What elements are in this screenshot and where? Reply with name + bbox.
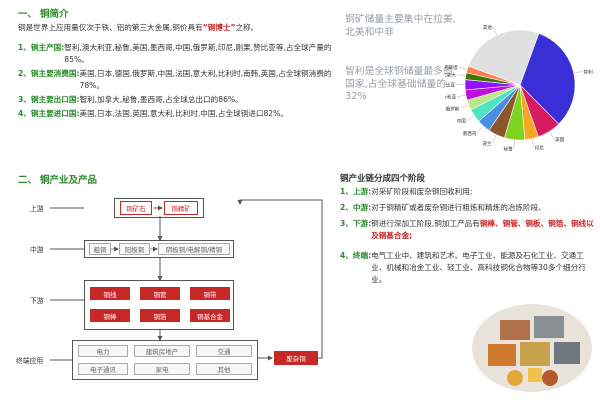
stage-item: 1、上游:对采矿阶段和废杂铜回收利用;: [340, 187, 473, 196]
pie-leader-line: [513, 139, 515, 149]
pie-leader-line: [460, 104, 469, 109]
pie-label: 秘鲁: [503, 146, 513, 153]
flow-box-ore: 铜矿石: [120, 201, 152, 215]
pie-label: 美国: [555, 136, 565, 143]
fact-item: 3、铜主要出口国:智利,加拿大,秘鲁,墨西哥,占全球总出口的86%。: [18, 95, 243, 104]
flow-box-telecom: 电子通讯: [78, 363, 128, 375]
flow-box-transport: 交通: [196, 345, 252, 357]
facts-list: 1、铜主产国:智利,澳大利亚,秘鲁,美国,墨西哥,中国,俄罗斯,印尼,刚果,赞比…: [18, 42, 348, 134]
stage-item: 4、终端:电气工业中、建筑和艺术、电子工业、能源及石化工业、交通工业、机械和冶金…: [340, 251, 586, 284]
flow-box-anode: 阳极铜: [119, 243, 150, 255]
pie-leader-line: [492, 134, 497, 143]
flow-up-group: [114, 198, 204, 218]
fact-item: 2、铜主要消费国:美国,日本,德国,俄罗斯,中国,法国,意大利,比利时,南韩,英…: [18, 69, 332, 90]
pie-label: 俄罗斯: [446, 105, 460, 112]
pie-label: 智利: [584, 68, 594, 75]
pie-label: 其他: [483, 24, 493, 31]
flow-box-concentrate: 铜精矿: [164, 201, 198, 215]
pie-label: 印尼: [535, 145, 545, 152]
pie-label: 波兰: [482, 140, 492, 147]
flow-box-blister: 粗铜: [89, 243, 111, 255]
section1-title: 一、铜简介: [18, 9, 69, 20]
pie-leader-line: [458, 66, 468, 70]
stage-item: 3、下游: 铜进行深加工阶段,铜加工产品有铜棒、铜管、铜板、铜箔、铜线以及铜基合…: [340, 219, 594, 240]
flow-box-tube: 铜管: [140, 287, 180, 300]
flow-box-other: 其他: [196, 363, 252, 375]
flow-mid-group: [84, 240, 234, 258]
flow-box-wire: 铜线: [90, 287, 130, 300]
flow-row-up: 上游: [30, 205, 44, 213]
pie-label: 赞比亚: [445, 82, 455, 89]
pie-leader-line: [492, 26, 497, 36]
flow-end-group: [72, 340, 258, 380]
flow-box-scrap: 废杂铜: [274, 351, 318, 365]
copper-products-photo: [472, 304, 592, 392]
section2-title: 二、铜产业及产品: [18, 175, 98, 186]
pie-caption-title: 铜矿储量主要集中在拉美,北美和中非: [345, 14, 456, 38]
pie-leader-line: [573, 71, 583, 74]
pie-leader-line: [549, 131, 555, 140]
flow-box-rod: 铜棒: [90, 309, 130, 322]
flow-box-strip: 铜带: [190, 287, 230, 300]
pie-caption-sub: 智利是全球铜储量最多的国家,占全球基础储量的32%: [345, 66, 453, 102]
flow-box-alloy: 铜基合金: [190, 309, 230, 322]
flow-box-construction: 建筑房地产: [134, 345, 190, 357]
flow-box-foil: 铜箔: [140, 309, 180, 322]
flow-box-power: 电力: [78, 345, 128, 357]
intro-text: 铜是世界上应用量仅次于铁、铝的第三大金属,铜价具有“铜博士”之称。: [18, 23, 259, 32]
flow-box-cathode: 阴极铜/电解铜/精铜: [158, 243, 230, 255]
pie-label: 澳大利亚: [445, 94, 456, 101]
stages-title: 铜产业链分成四个阶段: [340, 174, 426, 184]
pie-label: 加拿大: [445, 72, 456, 79]
flow-down-group: [84, 280, 234, 330]
flow-box-appliance: 家电: [134, 363, 190, 375]
pie-label: 墨西哥: [463, 131, 477, 137]
flow-row-end: 终端应用: [16, 357, 44, 365]
flow-row-mid: 中游: [30, 246, 44, 254]
fact-item: 4、铜主要进口国:美国,日本,法国,英国,意大利,比利时,中国,占全球铜进口82…: [18, 109, 288, 118]
pie-leader-line: [457, 94, 466, 97]
pie-label: 哈萨克斯坦: [445, 64, 458, 71]
pie-leader-line: [466, 115, 475, 121]
pie-leader-line: [531, 138, 534, 148]
pie-leader-line: [477, 125, 484, 133]
fact-item: 1、铜主产国:智利,澳大利亚,秘鲁,美国,墨西哥,中国,俄罗斯,印尼,刚果,赞比…: [18, 43, 332, 64]
stage-item: 2、中游:对于铜精矿或者废杂铜进行粗炼和精炼的冶炼阶段、: [340, 203, 546, 212]
pie-leader-line: [456, 74, 466, 77]
pie-label: 中国: [457, 118, 467, 125]
flow-row-down: 下游: [30, 297, 44, 305]
